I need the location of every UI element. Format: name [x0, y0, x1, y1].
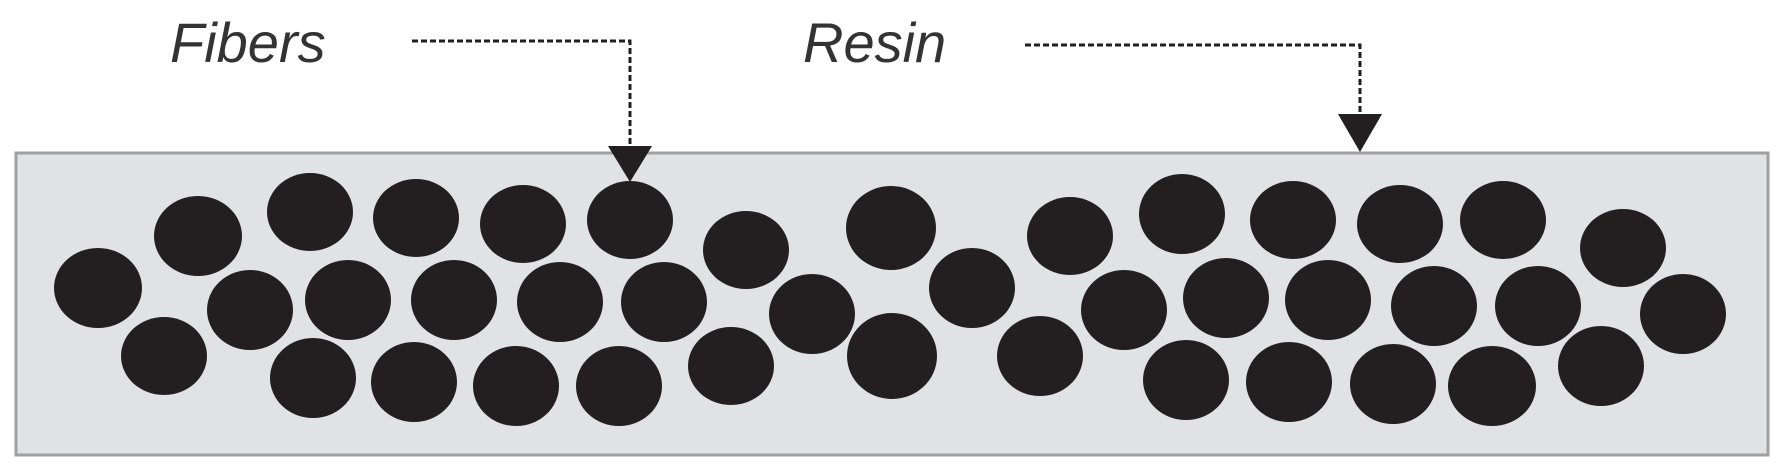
fiber-circle: [1391, 266, 1477, 346]
fiber-circle: [1495, 266, 1581, 346]
fiber-circle: [207, 270, 293, 350]
fiber-circle: [473, 346, 559, 426]
fiber-circle: [1250, 181, 1336, 259]
fiber-circle: [480, 185, 566, 263]
fiber-circle: [1357, 185, 1443, 263]
fibers-arrowhead: [608, 146, 652, 182]
fiber-circle: [517, 262, 603, 342]
fiber-circle: [373, 179, 459, 257]
fiber-circle: [270, 338, 356, 418]
fiber-circle: [54, 248, 142, 328]
resin-arrowhead: [1338, 114, 1382, 152]
resin-label: Resin: [803, 11, 946, 74]
fiber-circle: [1285, 260, 1371, 340]
fiber-circle: [1027, 197, 1113, 275]
fiber-circle: [411, 260, 497, 340]
fiber-circle: [1580, 209, 1666, 287]
fiber-circle: [1350, 344, 1436, 424]
fiber-circle: [621, 262, 707, 342]
fiber-circle: [1448, 346, 1536, 426]
fiber-circle: [929, 248, 1015, 328]
fiber-circle: [587, 181, 673, 259]
fibers-leader-line: [412, 39, 632, 150]
fiber-circle: [371, 342, 457, 422]
fiber-circle: [688, 327, 774, 405]
fiber-circle: [1183, 258, 1269, 338]
fiber-cross-sections: [54, 173, 1726, 426]
fiber-circle: [1081, 270, 1167, 350]
fiber-circle: [847, 313, 937, 399]
fibers-label: Fibers: [170, 11, 326, 74]
fiber-circle: [1139, 174, 1225, 254]
fiber-circle: [1460, 181, 1546, 259]
fiber-circle: [1640, 274, 1726, 354]
fiber-circle: [1558, 326, 1644, 406]
fiber-circle: [1246, 342, 1332, 422]
resin-leader-line: [1025, 43, 1362, 118]
fiber-circle: [846, 186, 936, 270]
fiber-circle: [121, 317, 207, 395]
fiber-circle: [576, 346, 662, 426]
fiber-circle: [997, 316, 1083, 396]
fiber-circle: [769, 274, 855, 354]
fiber-circle: [267, 173, 353, 251]
fiber-circle: [1143, 340, 1229, 420]
fiber-circle: [305, 260, 391, 340]
fiber-circle: [703, 211, 789, 289]
fiber-circle: [154, 196, 242, 276]
